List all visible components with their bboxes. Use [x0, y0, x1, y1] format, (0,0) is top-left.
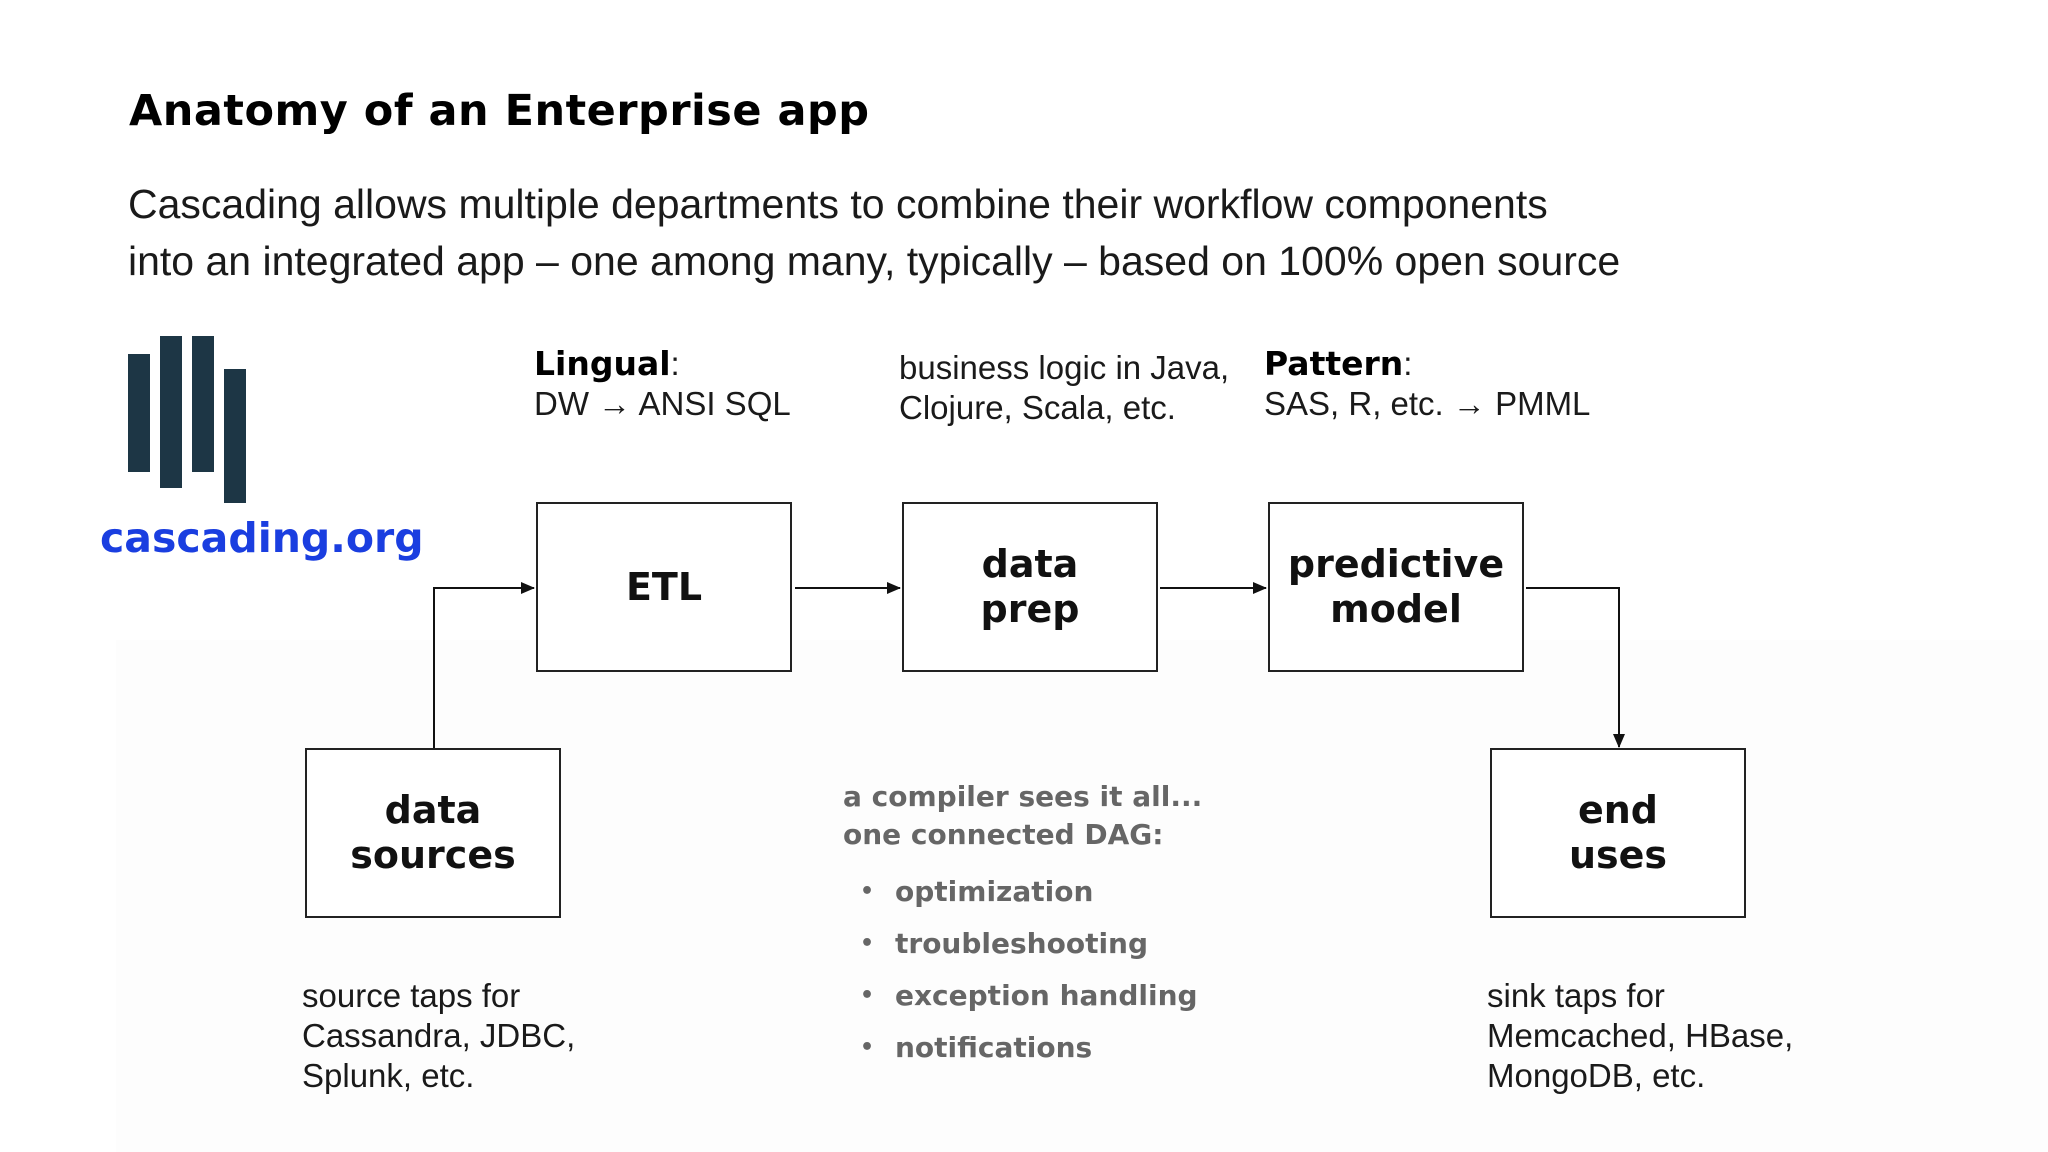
subtitle-line-2: into an integrated app – one among many,…	[128, 238, 1621, 284]
bullet-optimization: •optimization	[860, 875, 1094, 908]
source-taps-line-2: Cassandra, JDBC,	[302, 1017, 576, 1054]
compiler-line-2: one connected DAG:	[843, 818, 1164, 851]
lingual-colon: :	[670, 345, 680, 382]
end-uses-box: end uses	[1490, 748, 1746, 918]
sink-taps-line-3: MongoDB, etc.	[1487, 1057, 1706, 1094]
bullet-troubleshooting: •troubleshooting	[860, 927, 1149, 960]
business-logic-annotation: business logic in Java, Clojure, Scala, …	[899, 348, 1229, 428]
subtitle-line-1: Cascading allows multiple departments to…	[128, 181, 1548, 227]
data-prep-box: data prep	[902, 502, 1158, 672]
pattern-colon: :	[1403, 345, 1413, 382]
compiler-bullet-list: •optimization •troubleshooting •exceptio…	[843, 866, 1202, 1074]
pattern-annotation: Pattern: SAS, R, etc. → PMML	[1264, 344, 1590, 424]
business-logic-line-1: business logic in Java,	[899, 349, 1230, 386]
bullet-text: troubleshooting	[895, 927, 1149, 960]
cascading-bars-icon	[128, 336, 248, 506]
lingual-annotation: Lingual: DW → ANSI SQL	[534, 344, 791, 424]
sink-taps-annotation: sink taps for Memcached, HBase, MongoDB,…	[1487, 976, 1793, 1096]
pattern-detail: SAS, R, etc. → PMML	[1264, 385, 1591, 422]
logo-text: cascading.org	[100, 514, 424, 562]
bullet-notifications: •notifications	[860, 1031, 1093, 1064]
compiler-line-1: a compiler sees it all...	[843, 780, 1203, 813]
business-logic-line-2: Clojure, Scala, etc.	[899, 389, 1176, 426]
sink-taps-line-2: Memcached, HBase,	[1487, 1017, 1794, 1054]
cascading-logo: cascading.org	[100, 336, 424, 576]
bullet-exception-handling: •exception handling	[860, 979, 1198, 1012]
etl-box: ETL	[536, 502, 792, 672]
slide-title: Anatomy of an Enterprise app	[129, 86, 870, 136]
source-taps-line-3: Splunk, etc.	[302, 1057, 475, 1094]
etl-label: ETL	[625, 564, 703, 609]
lingual-label: Lingual	[534, 344, 671, 383]
sink-taps-line-1: sink taps for	[1487, 977, 1665, 1014]
bullet-text: exception handling	[895, 979, 1198, 1012]
compiler-note: a compiler sees it all... one connected …	[843, 778, 1202, 1074]
predictive-model-box: predictive model	[1268, 502, 1524, 672]
end-uses-label: end uses	[1568, 788, 1668, 877]
source-taps-annotation: source taps for Cassandra, JDBC, Splunk,…	[302, 976, 575, 1096]
lingual-detail: DW → ANSI SQL	[534, 385, 791, 422]
slide-subtitle: Cascading allows multiple departments to…	[128, 176, 1828, 290]
pattern-label: Pattern	[1264, 344, 1404, 383]
source-taps-line-1: source taps for	[302, 977, 521, 1014]
predictive-model-label: predictive model	[1287, 542, 1505, 631]
bullet-text: notifications	[895, 1031, 1093, 1064]
data-sources-label: data sources	[350, 788, 516, 877]
data-prep-label: data prep	[980, 542, 1080, 631]
bullet-text: optimization	[895, 875, 1094, 908]
data-sources-box: data sources	[305, 748, 561, 918]
